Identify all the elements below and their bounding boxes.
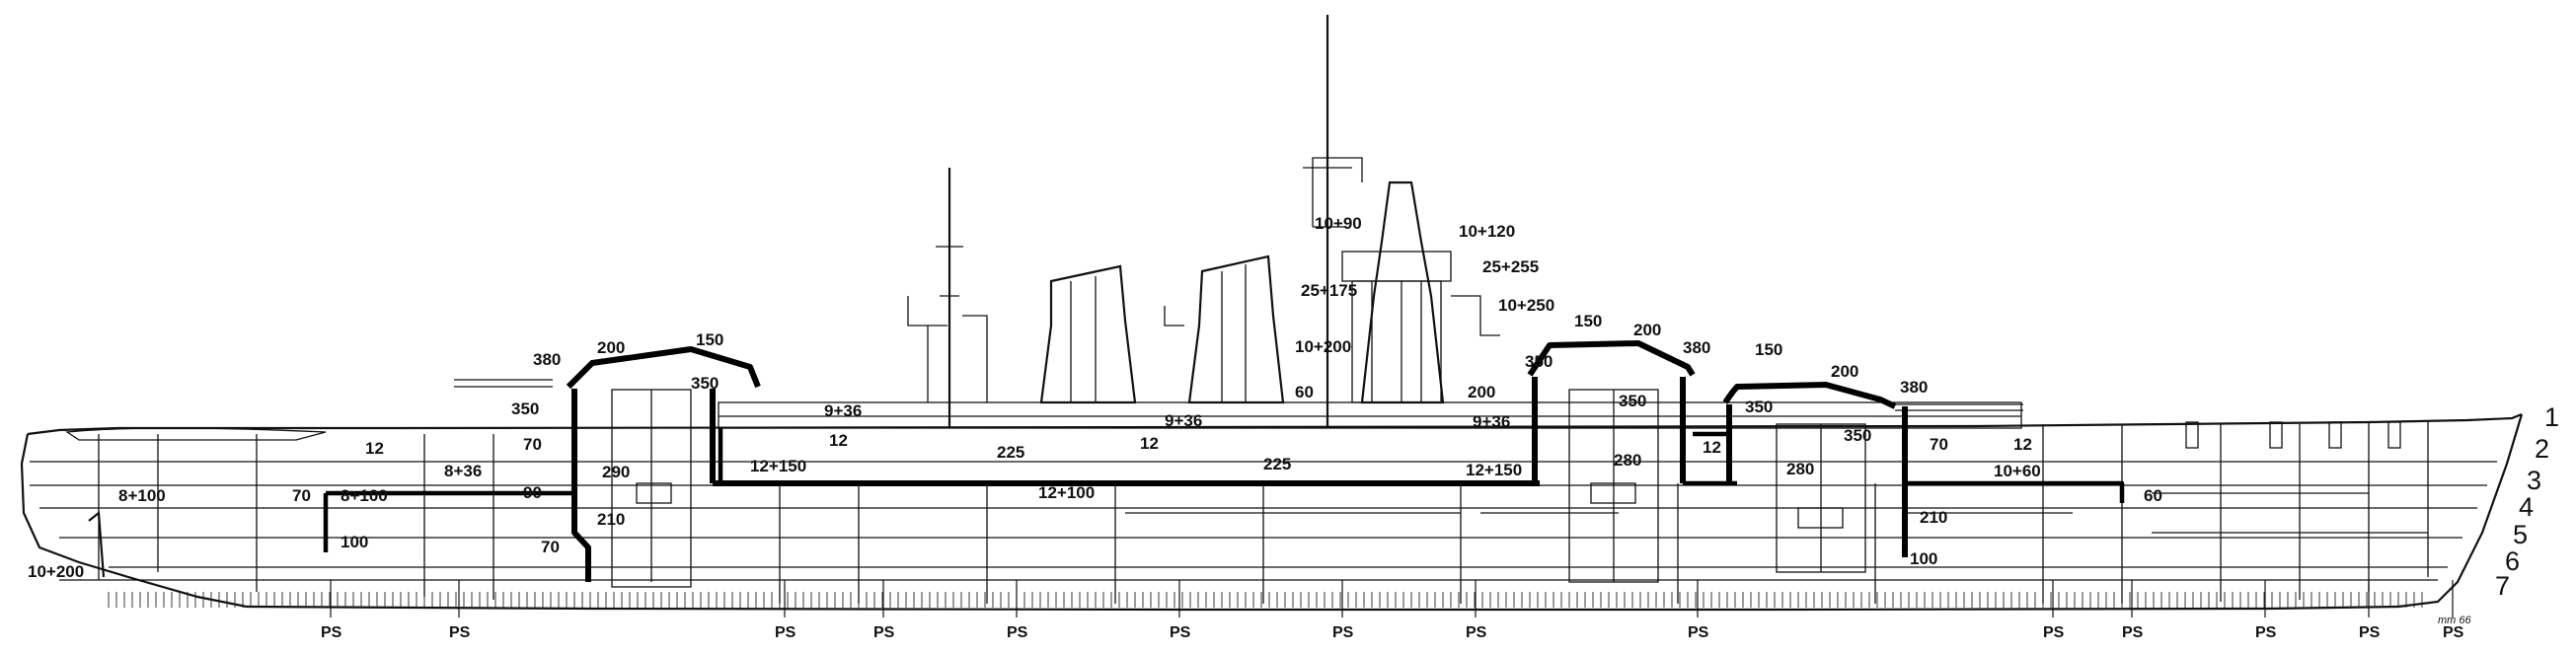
frame-markers: PS PS PS PS PS PS PS PS PS PS PS PS PS PS xyxy=(321,580,2464,641)
label-barbette4-350: 350 xyxy=(1844,426,1871,445)
label-aft-210: 210 xyxy=(1920,508,1947,527)
frame-marker-ps: PS xyxy=(449,624,471,641)
frame-marker-ps: PS xyxy=(2255,624,2277,641)
frame-marker-ps: PS xyxy=(1332,624,1354,641)
label-mid-12-2: 12 xyxy=(1140,434,1159,453)
deck-number-4: 4 xyxy=(2519,492,2534,522)
deck-number-5: 5 xyxy=(2513,520,2528,549)
label-tower-25-255: 25+255 xyxy=(1482,257,1539,276)
armor-scheme xyxy=(323,340,2125,582)
label-fwd-70: 70 xyxy=(292,486,311,505)
frame-marker-ps: PS xyxy=(1688,624,1709,641)
superstructure xyxy=(65,15,2401,578)
hull-outline xyxy=(20,412,2524,612)
label-mid-9-36-fwd: 9+36 xyxy=(824,401,862,420)
label-tower-60: 60 xyxy=(1295,383,1314,401)
deck-number-6: 6 xyxy=(2505,546,2520,576)
deck-number-7: 7 xyxy=(2495,571,2510,601)
label-turret4-380: 380 xyxy=(1900,378,1928,397)
label-turret3-face-350: 350 xyxy=(1525,352,1553,371)
label-turret3-200: 200 xyxy=(1633,321,1661,339)
label-aft-12: 12 xyxy=(2013,435,2032,454)
label-turret1-150: 150 xyxy=(696,330,723,349)
label-aft-12-150: 12+150 xyxy=(1466,461,1522,479)
label-mid-12-100: 12+100 xyxy=(1038,483,1095,502)
label-fwd-12: 12 xyxy=(365,439,384,458)
label-mid-9-36: 9+36 xyxy=(1165,411,1202,430)
label-turret3-380: 380 xyxy=(1683,338,1710,357)
label-scale-note: mm 66 xyxy=(2438,615,2472,626)
armor-thickness-labels: 10+200 8+100 70 8+100 100 12 8+36 380 20… xyxy=(28,214,2472,626)
frame-marker-ps: PS xyxy=(1170,624,1191,641)
label-aft-9-36: 9+36 xyxy=(1473,412,1510,431)
label-stern-deck: 10+200 xyxy=(28,562,84,581)
label-barbette1-290: 290 xyxy=(602,463,630,481)
label-aft-70: 70 xyxy=(1930,435,1948,454)
label-aft-100: 100 xyxy=(1910,549,1937,568)
label-tower-10-250: 10+250 xyxy=(1498,296,1554,315)
label-barbette1-70: 70 xyxy=(523,435,542,454)
frame-marker-ps: PS xyxy=(2043,624,2065,641)
label-turret1-380: 380 xyxy=(533,350,561,369)
label-fwd-8-36: 8+36 xyxy=(444,462,482,480)
label-mid-225-fwd: 225 xyxy=(997,443,1024,462)
label-fwd-belt-2: 8+100 xyxy=(341,486,388,505)
label-mid-12-150-fwd: 12+150 xyxy=(750,457,806,475)
label-barbette3-350: 350 xyxy=(1619,392,1646,410)
label-fwd-belt-1: 8+100 xyxy=(118,486,166,505)
label-mid-225-aft: 225 xyxy=(1263,455,1291,473)
frame-marker-ps: PS xyxy=(2443,624,2464,641)
label-turret1-200: 200 xyxy=(597,338,625,357)
label-aft-60: 60 xyxy=(2144,486,2162,505)
label-barbette1-70-low: 70 xyxy=(541,538,560,556)
label-turret3-150: 150 xyxy=(1574,312,1602,330)
deck-number-1: 1 xyxy=(2544,402,2559,432)
label-barbette4-280: 280 xyxy=(1786,460,1814,478)
label-tower-10-90: 10+90 xyxy=(1315,214,1362,233)
label-barbette1-350: 350 xyxy=(511,399,539,418)
label-barbette1-210: 210 xyxy=(597,510,625,529)
frame-marker-ps: PS xyxy=(2359,624,2381,641)
label-mid-12-1: 12 xyxy=(829,431,848,450)
frame-marker-ps: PS xyxy=(1466,624,1487,641)
label-turret4-200: 200 xyxy=(1831,362,1858,381)
label-turret4-face-350: 350 xyxy=(1745,398,1773,416)
frame-marker-ps: PS xyxy=(775,624,796,641)
label-tower-10-200: 10+200 xyxy=(1295,337,1351,356)
label-turret4-150: 150 xyxy=(1755,340,1782,359)
frame-marker-ps: PS xyxy=(1007,624,1028,641)
frame-marker-ps: PS xyxy=(2122,624,2144,641)
deck-number-2: 2 xyxy=(2535,434,2549,464)
label-tower-10-120: 10+120 xyxy=(1459,222,1515,241)
frame-marker-ps: PS xyxy=(873,624,895,641)
label-turret1-face-350: 350 xyxy=(691,374,719,393)
barbette-internals xyxy=(611,389,1866,588)
label-turret4-12: 12 xyxy=(1703,438,1721,457)
label-barbette1-90: 90 xyxy=(523,483,542,502)
label-tower-200: 200 xyxy=(1468,383,1495,401)
label-aft-10-60: 10+60 xyxy=(1994,462,2041,480)
double-bottom-hatching xyxy=(108,592,2423,608)
frame-marker-ps: PS xyxy=(321,624,342,641)
label-fwd-100: 100 xyxy=(341,533,368,551)
label-tower-25-175: 25+175 xyxy=(1301,281,1357,300)
deck-number-3: 3 xyxy=(2527,466,2541,495)
internal-structure xyxy=(30,422,2497,604)
label-barbette3-280: 280 xyxy=(1614,451,1641,470)
